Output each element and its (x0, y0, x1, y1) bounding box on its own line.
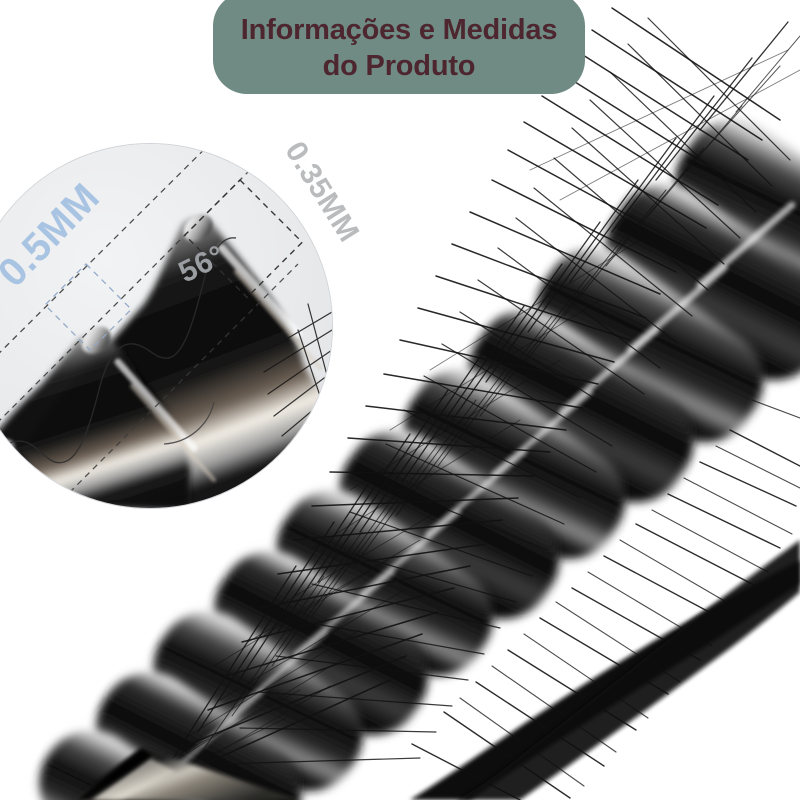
banner-title-line-2: do Produto (322, 49, 476, 82)
page-title: Informações e Medidas do Produto (241, 13, 558, 84)
detail-zoom-circle (0, 144, 332, 508)
header-banner: Informações e Medidas do Produto (213, 0, 585, 94)
banner-title-line-1: Informações e Medidas (240, 14, 558, 47)
